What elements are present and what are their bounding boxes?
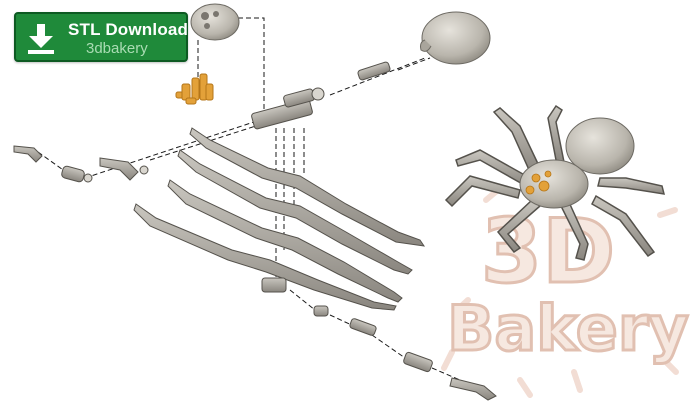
stl-download-button[interactable]: STL Download 3dbakery bbox=[14, 12, 188, 62]
download-title: STL Download bbox=[68, 20, 189, 39]
logo-text-3d: 3D bbox=[481, 200, 615, 303]
body-hub-part bbox=[251, 87, 325, 130]
abdomen-connector-part bbox=[357, 61, 391, 81]
spider-legs-parts bbox=[133, 127, 426, 311]
logo-text-bakery: Bakery bbox=[447, 292, 689, 365]
logo-sprinkles bbox=[441, 187, 679, 398]
download-subtitle: 3dbakery bbox=[86, 40, 148, 57]
leg-joint-parts bbox=[13, 145, 497, 401]
download-arrow-icon bbox=[28, 24, 54, 54]
bakery-logo-watermark: 3D Bakery bbox=[441, 187, 690, 398]
spider-head-part bbox=[190, 3, 240, 41]
eye-pegs-part bbox=[175, 73, 214, 105]
spider-abdomen-part bbox=[420, 11, 491, 65]
assembled-spider bbox=[444, 104, 666, 261]
